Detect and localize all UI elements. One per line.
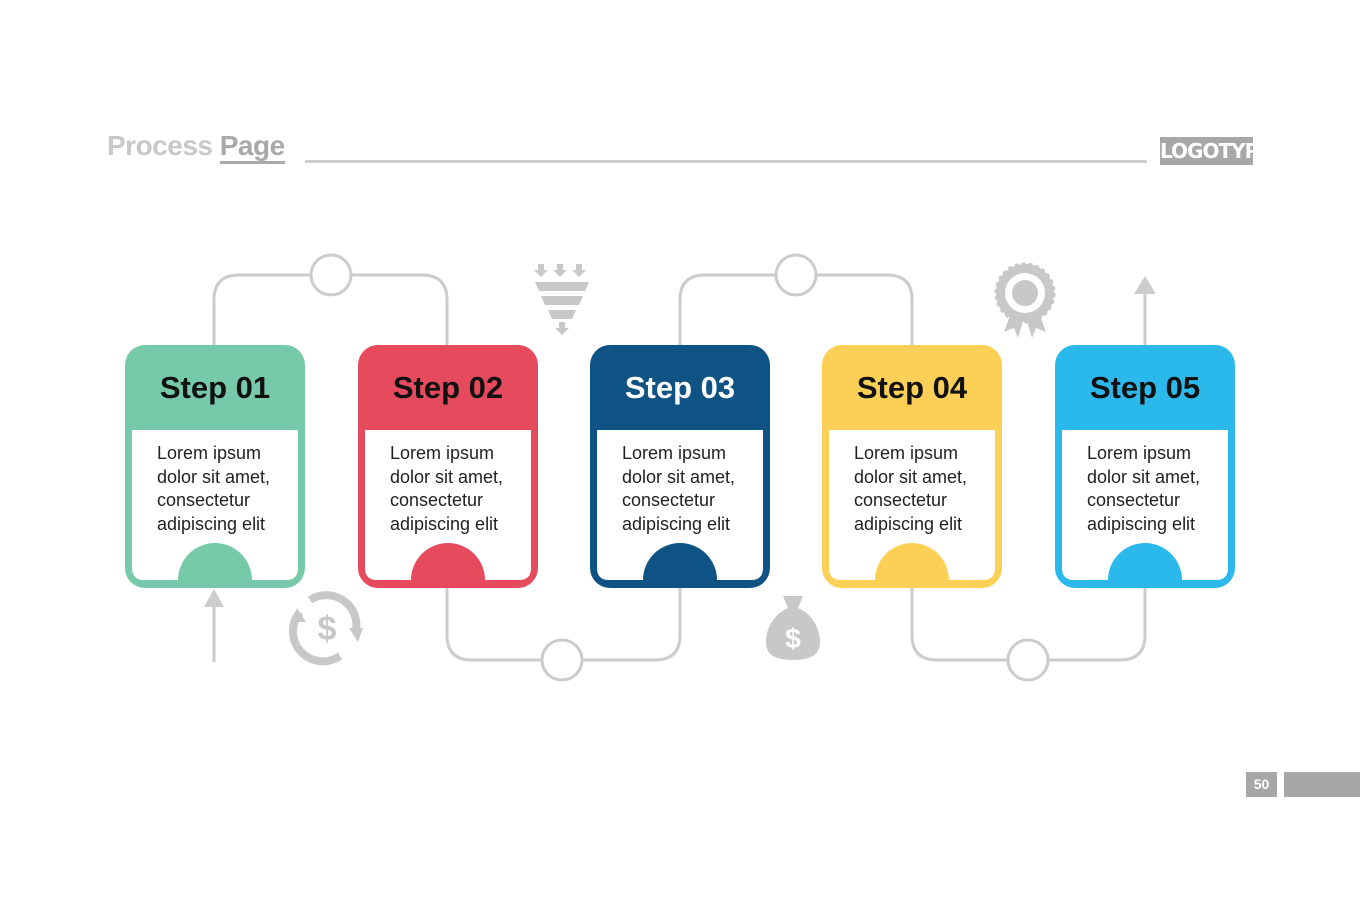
arrow-up-icon bbox=[1134, 276, 1156, 294]
title-part1: Process bbox=[107, 130, 213, 161]
footer-bar bbox=[1284, 772, 1360, 797]
step-title: Step 05 bbox=[1089, 370, 1201, 405]
step-description: Lorem ipsum dolor sit amet, consectetur … bbox=[1087, 443, 1201, 534]
title-part2: Page bbox=[219, 130, 285, 164]
svg-text:$: $ bbox=[318, 610, 337, 648]
connector-node bbox=[540, 638, 584, 682]
step-card-4 bbox=[822, 345, 1002, 588]
connector-node bbox=[1006, 638, 1050, 682]
svg-text:$: $ bbox=[785, 623, 801, 654]
arrow-up-icon bbox=[204, 589, 224, 607]
step-title: Step 02 bbox=[392, 370, 504, 405]
step-description: Lorem ipsum dolor sit amet, consectetur … bbox=[854, 443, 968, 534]
step-card-5 bbox=[1055, 345, 1235, 588]
connector-node bbox=[309, 253, 353, 297]
step-card-2 bbox=[358, 345, 538, 588]
step-title: Step 03 bbox=[624, 370, 736, 405]
connector-node bbox=[774, 253, 818, 297]
logotype: LOGOTYPE bbox=[1160, 137, 1272, 165]
funnel-icon bbox=[534, 264, 589, 335]
header-divider bbox=[305, 160, 1147, 163]
step-description: Lorem ipsum dolor sit amet, consectetur … bbox=[622, 443, 736, 534]
step-card-3 bbox=[590, 345, 770, 588]
dollar-cycle-icon: $ bbox=[289, 591, 363, 666]
award-icon bbox=[994, 262, 1056, 338]
page-number: 50 bbox=[1246, 772, 1277, 797]
step-description: Lorem ipsum dolor sit amet, consectetur … bbox=[157, 443, 271, 534]
page-title: Process Page bbox=[107, 130, 285, 164]
step-title: Step 04 bbox=[856, 370, 968, 405]
step-card-1 bbox=[125, 345, 305, 588]
step-title: Step 01 bbox=[159, 370, 271, 405]
step-description: Lorem ipsum dolor sit amet, consectetur … bbox=[390, 443, 504, 534]
money-bag-icon: $ bbox=[766, 596, 820, 660]
